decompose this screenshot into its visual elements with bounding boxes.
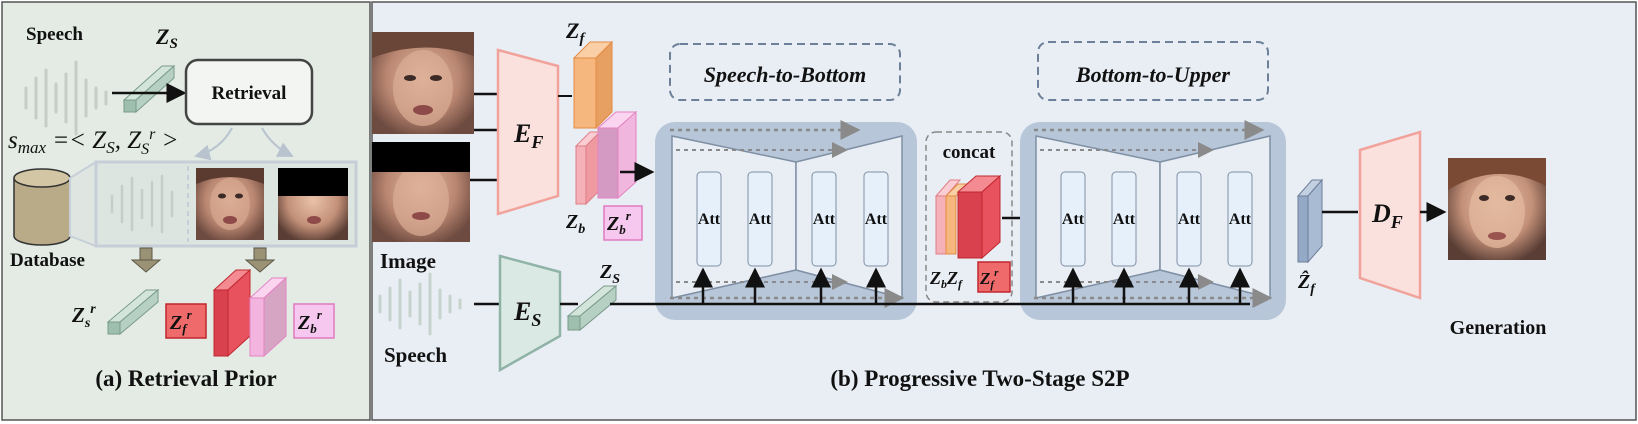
- att-label: Att: [1229, 211, 1252, 228]
- left-zs-feature: [122, 64, 176, 114]
- stage1-title: Speech-to-Bottom: [704, 62, 867, 87]
- right-speech-waveform: [378, 272, 462, 336]
- att-label: Att: [1178, 211, 1201, 228]
- retrieved-speech-waveform: [110, 174, 174, 234]
- face-decoder-df: [1358, 130, 1422, 300]
- zs-r-label: Zsr: [71, 302, 96, 331]
- zf-feature: [572, 40, 614, 130]
- zf-r-volume: [212, 268, 252, 358]
- zb-r-volume: [248, 276, 288, 358]
- concat-zf-r-box: [977, 261, 1011, 293]
- att-block: [863, 171, 889, 267]
- left-down-arrow-1: [130, 247, 162, 273]
- concat-label: concat: [943, 142, 996, 163]
- stage1-att-blocks: [696, 171, 889, 267]
- stage2-encoder-shape: [1035, 135, 1161, 299]
- generated-face-image: [1448, 158, 1546, 260]
- att-block: [811, 171, 837, 267]
- att-block: [1060, 171, 1086, 267]
- att-block: [696, 171, 722, 267]
- att-block: [1227, 171, 1253, 267]
- zb-r-box: [293, 303, 335, 339]
- zb-r-feature: [596, 110, 638, 200]
- concat-box: [925, 131, 1013, 303]
- s2p-panel: [371, 1, 1637, 421]
- database-projection: [69, 160, 97, 248]
- att-label: Att: [865, 211, 888, 228]
- left-down-arrow-2: [244, 247, 276, 273]
- concat-sub-label: ZbZf: [929, 268, 963, 291]
- retrieval-box: [184, 58, 314, 126]
- att-block: [1111, 171, 1137, 267]
- database-label: Database: [10, 250, 85, 271]
- image-label: Image: [380, 249, 436, 273]
- left-speech-label: Speech: [26, 24, 83, 45]
- right-caption: (b) Progressive Two-Stage S2P: [830, 366, 1129, 391]
- left-speech-waveform: [24, 60, 108, 136]
- att-label: Att: [698, 211, 721, 228]
- zf-r-box: [165, 303, 207, 339]
- retrieval-curve-arrow-1: [194, 127, 233, 161]
- stage1-title-box: [669, 43, 901, 101]
- retrieval-label: Retrieval: [212, 83, 287, 104]
- generation-label: Generation: [1450, 317, 1547, 339]
- input-masked-face-image: [372, 142, 470, 242]
- stage2-title: Bottom-to-Upper: [1075, 62, 1230, 87]
- left-caption: (a) Retrieval Prior: [95, 366, 276, 391]
- stage2-title-box: [1037, 41, 1269, 101]
- zb-r-box-right: [603, 205, 643, 241]
- concat-zf-r-label: Zfr: [979, 267, 999, 291]
- condition-arrows: [693, 267, 1250, 304]
- zs-r-feature: [106, 288, 160, 336]
- zb-feature: [574, 130, 602, 206]
- att-label: Att: [1062, 211, 1085, 228]
- att-label: Att: [813, 211, 836, 228]
- input-face-image: [372, 32, 474, 134]
- retrieval-curve-arrow-2: [261, 127, 294, 157]
- stage1-encoder-shape: [671, 135, 797, 299]
- database-icon: [13, 168, 71, 246]
- att-block: [1176, 171, 1202, 267]
- face-encoder-ef: [496, 48, 560, 216]
- stage2-att-blocks: [1060, 171, 1253, 267]
- zs-feature-right: [566, 284, 618, 332]
- df-label: DF: [1371, 199, 1403, 232]
- att-label: Att: [749, 211, 772, 228]
- speech-label-right: Speech: [384, 343, 447, 367]
- concat-features: [934, 174, 1002, 260]
- att-label: Att: [1113, 211, 1136, 228]
- att-block: [747, 171, 773, 267]
- retrieved-face-image: [196, 168, 264, 240]
- speech-encoder-es: [498, 254, 562, 373]
- retrieved-masked-face-image: [278, 168, 348, 240]
- zf-hat-feature: [1296, 178, 1324, 264]
